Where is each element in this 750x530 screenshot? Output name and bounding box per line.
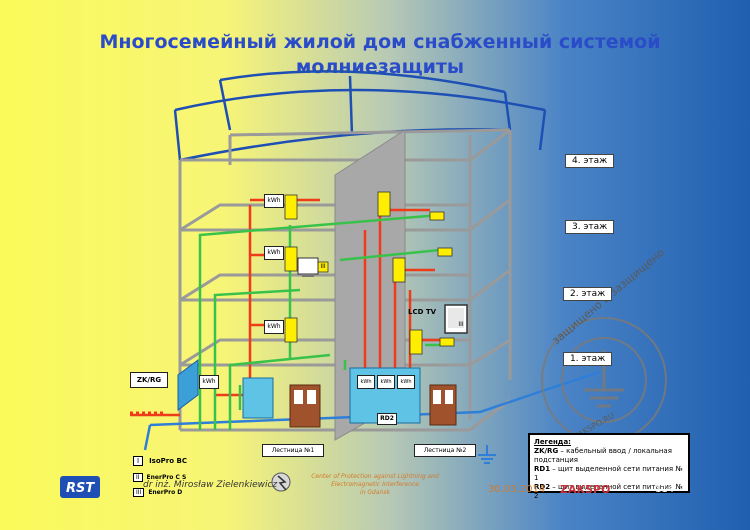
rst-logo: RST [60, 476, 100, 498]
meter-main-2: kWh [377, 375, 395, 389]
device-3a [284, 246, 298, 272]
stair-label-2: Лестница №2 [414, 444, 476, 457]
stair-label-1: Лестница №1 [262, 444, 324, 457]
legend-box: Легенда: ZK/RG – кабельный ввод / локаль… [528, 433, 690, 500]
lcd-tv-icon [444, 304, 468, 334]
lightning-logo [271, 472, 291, 492]
tv-badge-3: III [320, 263, 326, 270]
legend-line-1: ZK/RG – кабельный ввод / локальная подст… [534, 447, 672, 464]
floor-label-4: 4. этаж [565, 154, 615, 168]
zkrg-panel [177, 359, 199, 411]
meter-4: kWh [264, 194, 284, 208]
meter-3: kWh [264, 246, 284, 260]
lcd-tv-label: LCD TV [408, 308, 437, 316]
legend-heading: Легенда: [534, 438, 571, 446]
rd2-label: RD2 [377, 413, 397, 425]
meter-1: kWh [199, 375, 219, 389]
roof-mast-right-back [503, 91, 512, 131]
outlet-4 [429, 211, 445, 221]
rst-logo-text: RST [66, 481, 95, 496]
door-right [429, 384, 457, 426]
floor-label-2: 2. этаж [563, 287, 613, 301]
device-4a [284, 194, 298, 220]
zkrg-label: ZK/RG [130, 372, 168, 388]
device-4b [377, 191, 391, 217]
roof-mast-left [173, 109, 182, 161]
door-left [289, 384, 321, 428]
roof-wire-front [174, 88, 546, 112]
building-frame [178, 128, 512, 432]
stamp-text: защищено и зазщищено ZAKSPO.RU [550, 246, 668, 442]
computer-icon [297, 257, 319, 277]
roof-mast-right [538, 109, 547, 151]
outlet-3 [437, 247, 453, 257]
meter-2: kWh [264, 320, 284, 334]
roof-mast-center [348, 75, 354, 136]
floor-label-3: 3. этаж [565, 220, 615, 234]
page-number: 114 [655, 484, 675, 495]
roof-mast-left-back [218, 79, 232, 131]
legend-line-2: RD1 – щит выделенной сети питания № 1 [534, 465, 683, 482]
outlet-2 [439, 337, 455, 347]
device-3b [392, 257, 406, 283]
slide-title: Многосемейный жилой дом снабженный систе… [60, 30, 700, 80]
floor-label-1: 1. этаж [563, 352, 613, 366]
legend-line-3: RD2 – щит выделенной сети питания № 2 [534, 483, 683, 500]
slide-date: 30.03.2014 [488, 484, 546, 495]
roof-wire-back [219, 70, 506, 94]
rd1-board [242, 377, 274, 419]
ground-symbol [478, 445, 496, 464]
meter-main-3: kWh [397, 375, 415, 389]
meter-main-1: kWh [357, 375, 375, 389]
author-name: dr inż. Mirosław Zielenkiewicz [143, 480, 278, 490]
tv-badge-2: III [458, 321, 464, 328]
device-2a [284, 317, 298, 343]
signal-lines [198, 213, 450, 430]
brand-name: ZAKSPO [560, 483, 611, 496]
power-lines [130, 198, 440, 417]
center-text: Center of Protection against Lightning a… [311, 473, 439, 496]
device-2b [409, 329, 423, 355]
title-line-1: Многосемейный жилой дом снабженный систе… [99, 31, 661, 53]
